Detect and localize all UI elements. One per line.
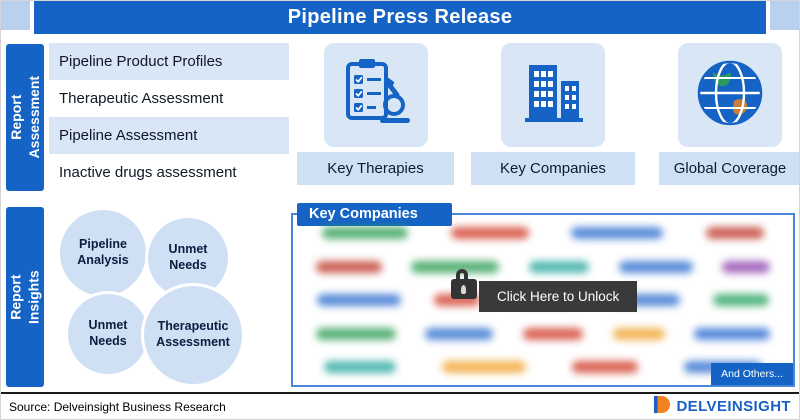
report-assessment-label: Report Assessment	[6, 44, 44, 191]
card-icon-tile	[323, 43, 428, 147]
card-icon-tile	[501, 43, 605, 147]
banner-bar: Pipeline Press Release	[34, 1, 766, 34]
blurred-company-logo	[571, 227, 664, 239]
venn-circle-therapeutic-assessment: Therapeutic Assessment	[141, 283, 245, 387]
key-companies-panel: Key Companies Click Here to Unlock And O…	[291, 203, 795, 387]
blurred-logo-row	[301, 227, 785, 239]
blurred-company-logo	[528, 260, 589, 273]
blurred-company-logo	[612, 327, 665, 340]
blurred-company-logo	[324, 361, 396, 373]
blurred-logo-row	[301, 361, 785, 373]
key-companies-panel-header: Key Companies	[297, 203, 452, 226]
brand-logo: DELVEINSIGHT	[653, 395, 791, 419]
blurred-company-logo	[618, 260, 693, 273]
blurred-company-logo	[322, 227, 409, 239]
card-label-key-therapies: Key Therapies	[297, 152, 454, 185]
decorative-square-left	[1, 1, 30, 30]
and-others-badge: And Others...	[711, 363, 793, 385]
lock-icon[interactable]	[451, 269, 477, 299]
card-label-global-coverage: Global Coverage	[659, 152, 799, 185]
lock-keyhole	[461, 285, 466, 294]
blurred-company-logo	[442, 361, 526, 373]
checklist-microscope-icon	[338, 55, 414, 136]
blurred-company-logo	[315, 260, 382, 273]
card-global-coverage: Global Coverage	[659, 43, 799, 185]
report-assessment-label-text: Report Assessment	[7, 76, 42, 159]
venn-circle-pipeline-analysis: Pipeline Analysis	[57, 207, 149, 299]
blurred-company-logo	[705, 227, 764, 239]
globe-icon	[691, 54, 769, 137]
brand-name: DELVEINSIGHT	[676, 398, 791, 415]
lock-shackle	[456, 269, 468, 281]
card-label-key-companies: Key Companies	[471, 152, 635, 185]
blurred-company-logo	[450, 227, 529, 239]
list-item: Inactive drugs assessment	[59, 164, 237, 181]
source-text: Source: Delveinsight Business Research	[9, 399, 226, 414]
blurred-company-logo	[522, 327, 583, 340]
blurred-company-logo	[694, 327, 771, 340]
card-icon-tile	[678, 43, 782, 147]
top-banner: Pipeline Press Release	[1, 1, 799, 34]
list-item: Therapeutic Assessment	[59, 90, 224, 107]
decorative-square-right	[770, 1, 799, 30]
blurred-company-logo	[722, 260, 771, 273]
blurred-company-logo	[572, 361, 638, 373]
insights-venn: Pipeline Analysis Unmet Needs Unmet Need…	[49, 199, 289, 391]
unlock-button[interactable]: Click Here to Unlock	[479, 281, 638, 312]
blurred-company-logo	[425, 327, 494, 340]
blurred-company-logo	[411, 260, 500, 273]
blurred-company-logo	[315, 327, 396, 340]
page-title: Pipeline Press Release	[287, 6, 513, 28]
blurred-company-logo	[317, 294, 402, 306]
card-key-therapies: Key Therapies	[297, 43, 454, 185]
report-insights-label: Report Insights	[6, 207, 44, 387]
footer: Source: Delveinsight Business Research D…	[1, 392, 799, 419]
venn-circle-unmet-needs-bottom: Unmet Needs	[65, 291, 151, 377]
blurred-company-logo	[712, 294, 769, 306]
buildings-icon	[515, 55, 591, 136]
assessment-list: Pipeline Product Profiles Therapeutic As…	[49, 43, 289, 191]
list-item: Pipeline Product Profiles	[49, 43, 289, 80]
blurred-logo-row	[301, 327, 785, 340]
list-item: Pipeline Assessment	[49, 117, 289, 154]
card-key-companies: Key Companies	[471, 43, 635, 185]
blurred-logo-row	[301, 260, 785, 273]
report-insights-label-text: Report Insights	[7, 270, 43, 324]
brand-logo-icon	[653, 395, 672, 419]
